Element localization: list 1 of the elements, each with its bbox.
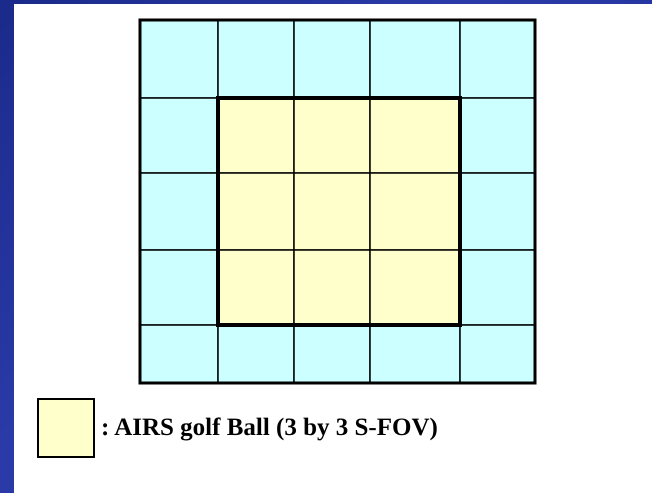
legend-text: : AIRS golf Ball (3 by 3 S-FOV) [101, 414, 438, 442]
